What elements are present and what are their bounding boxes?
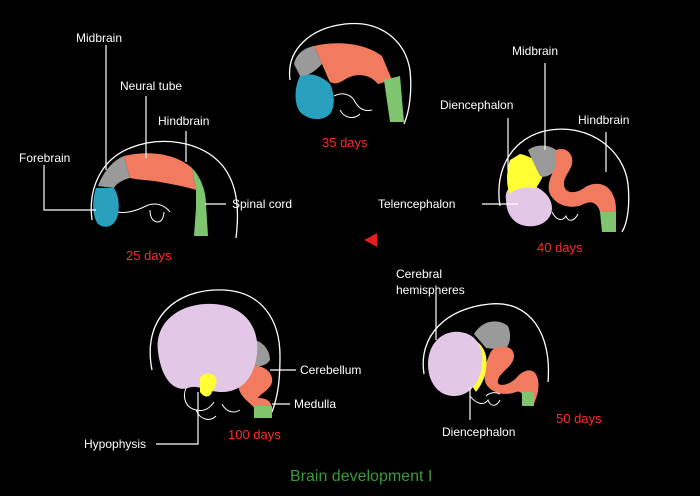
stage-100-days: Cerebellum Medulla Hypophysis 100 days bbox=[84, 289, 361, 451]
label-neural-tube-25: Neural tube bbox=[120, 79, 182, 93]
label-medulla-100: Medulla bbox=[294, 397, 336, 411]
cerebral-hemisphere-region-100 bbox=[157, 303, 258, 392]
label-midbrain-40: Midbrain bbox=[512, 44, 558, 58]
face-contour-100 bbox=[183, 387, 241, 420]
age-label-35: 35 days bbox=[322, 135, 368, 150]
label-cerebellum-100: Cerebellum bbox=[300, 363, 361, 377]
forebrain-region-35 bbox=[295, 74, 334, 120]
face-contour-25 bbox=[117, 203, 171, 223]
leader-forebrain-25 bbox=[43, 165, 96, 211]
embryo-outline-40 bbox=[498, 128, 630, 233]
face-contour-35 bbox=[333, 93, 373, 118]
hindbrain-region-40 bbox=[548, 148, 616, 212]
stage-50-days: Cerebral hemispheres Diencephalon 50 day… bbox=[396, 267, 602, 439]
telencephalon-region-40 bbox=[505, 183, 552, 227]
embryo-outline-35 bbox=[288, 22, 412, 125]
label-diencephalon-50: Diencephalon bbox=[442, 425, 515, 439]
face-contour-40 bbox=[551, 211, 579, 221]
spinal-cord-region-40 bbox=[600, 212, 616, 232]
embryo-outline-25 bbox=[90, 140, 239, 239]
embryo-outline-100 bbox=[149, 289, 281, 413]
label-spinal-cord-25: Spinal cord bbox=[232, 197, 292, 211]
midbrain-region-25 bbox=[98, 156, 130, 188]
spinal-cord-region-25 bbox=[192, 168, 208, 236]
hindbrain-region-25 bbox=[124, 153, 196, 190]
hindbrain-region-35 bbox=[314, 43, 392, 84]
age-label-100: 100 days bbox=[228, 427, 281, 442]
cerebral-hemisphere-region-50 bbox=[428, 331, 483, 396]
age-label-40: 40 days bbox=[537, 240, 583, 255]
hindbrain-region-50 bbox=[484, 346, 539, 404]
face-contour-50 bbox=[469, 392, 501, 406]
stage-35-days: 35 days bbox=[288, 22, 412, 150]
stage-25-days: Midbrain Neural tube Hindbrain Forebrain… bbox=[19, 31, 292, 263]
age-label-25: 25 days bbox=[126, 248, 172, 263]
leader-hypophysis-100 bbox=[156, 392, 199, 445]
midbrain-region-50 bbox=[474, 321, 511, 350]
forebrain-region-25 bbox=[93, 188, 119, 227]
label-hypophysis-100: Hypophysis bbox=[84, 437, 146, 451]
label-hemispheres-50: hemispheres bbox=[396, 283, 465, 297]
spinal-cord-region-50 bbox=[522, 392, 534, 406]
label-diencephalon-40: Diencephalon bbox=[440, 98, 513, 112]
hypophysis-region-100 bbox=[200, 373, 217, 397]
direction-arrow bbox=[364, 233, 377, 247]
label-midbrain-25: Midbrain bbox=[76, 31, 122, 45]
label-hindbrain-40: Hindbrain bbox=[578, 113, 629, 127]
stage-40-days: Midbrain Diencephalon Hindbrain Telencep… bbox=[378, 44, 630, 255]
embryo-outline-50 bbox=[422, 303, 550, 383]
age-label-50: 50 days bbox=[556, 411, 602, 426]
midbrain-region-35 bbox=[294, 46, 322, 76]
spinal-cord-region-35 bbox=[384, 76, 404, 122]
label-hindbrain-25: Hindbrain bbox=[158, 114, 209, 128]
label-forebrain-25: Forebrain bbox=[19, 151, 70, 165]
medulla-region-100 bbox=[254, 406, 272, 418]
label-telencephalon-40: Telencephalon bbox=[378, 197, 455, 211]
diagram-caption: Brain development I bbox=[290, 468, 432, 485]
label-cerebral-50: Cerebral bbox=[396, 267, 442, 281]
midbrain-region-40 bbox=[528, 145, 556, 177]
